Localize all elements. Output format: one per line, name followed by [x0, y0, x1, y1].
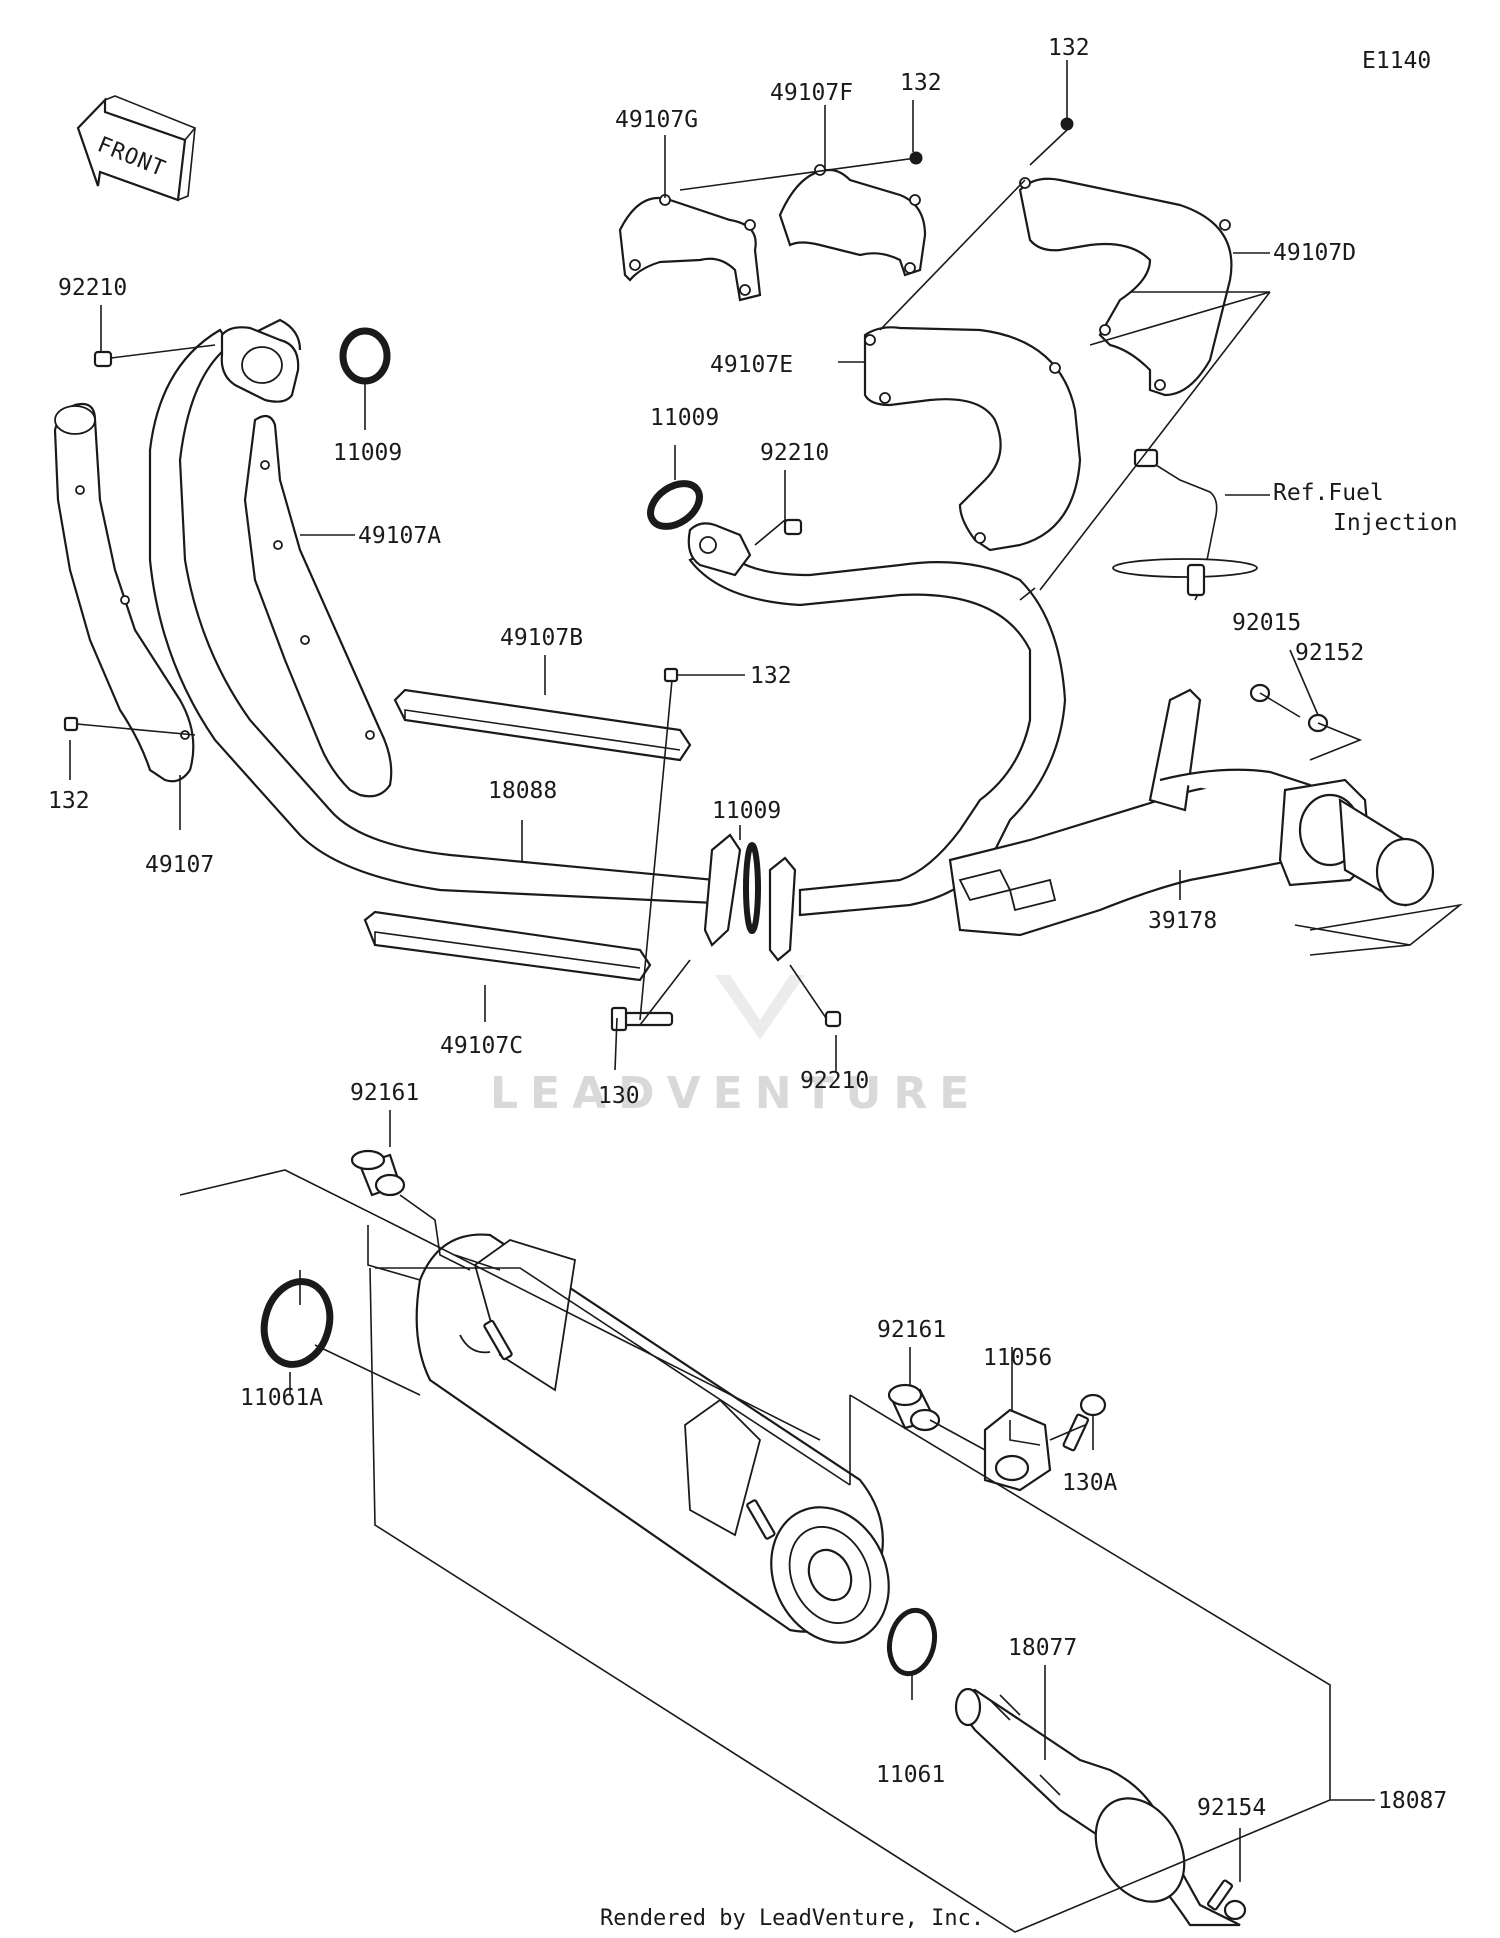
gasket-11009-c-icon	[743, 842, 761, 934]
bolt-132-l-icon	[63, 716, 79, 732]
callout-49107d: 49107D	[1273, 240, 1356, 266]
spark-arrester-18077	[954, 1687, 1241, 1927]
callout-labels: 132 49107F 132 49107G 49107D 49107E 9221…	[48, 35, 1458, 1821]
callout-18088: 18088	[488, 778, 557, 804]
callout-49107a: 49107A	[358, 523, 441, 549]
callout-92154: 92154	[1197, 1795, 1266, 1821]
callout-130a: 130A	[1062, 1470, 1118, 1496]
callout-11056: 11056	[983, 1345, 1052, 1371]
callout-ref-fuel: Ref.Fuel	[1273, 480, 1384, 506]
callout-92152: 92152	[1295, 640, 1364, 666]
bolt-132-b-icon	[663, 667, 679, 683]
watermark-logo: LEADVENTURE	[490, 975, 981, 1119]
heat-shield-49107g	[618, 194, 762, 302]
callout-92161-a: 92161	[350, 1080, 419, 1106]
callout-132-l: 132	[48, 788, 90, 814]
joint-flange-right	[768, 856, 797, 962]
gasket-11061-icon	[886, 1607, 938, 1677]
callout-11061: 11061	[876, 1762, 945, 1788]
footer-credit: Rendered by LeadVenture, Inc.	[600, 1906, 984, 1931]
bolt-132-top-icon	[1060, 117, 1074, 131]
callout-132-b: 132	[750, 663, 792, 689]
callout-11009-c: 11009	[712, 798, 781, 824]
bolt-130a-icon	[1062, 1393, 1107, 1452]
callout-49107b: 49107B	[500, 625, 583, 651]
callout-92161-b: 92161	[877, 1317, 946, 1343]
nut-92210-a-icon	[93, 350, 113, 368]
callout-ref-injection: Injection	[1333, 510, 1458, 536]
catalyzer-39178	[948, 688, 1435, 937]
bolt-92154-icon	[1206, 1879, 1247, 1921]
nut-92210-b-icon	[783, 518, 803, 536]
callout-49107c: 49107C	[440, 1033, 523, 1059]
callout-92210-c: 92210	[800, 1068, 869, 1094]
nut-92210-c-icon	[824, 1010, 842, 1028]
callout-11061a: 11061A	[240, 1385, 323, 1411]
heat-shield-49107f	[778, 164, 927, 277]
collar-92161-a-icon	[350, 1149, 406, 1197]
leader-lines	[69, 60, 1463, 1933]
callout-49107g: 49107G	[615, 107, 698, 133]
bolt-130-icon	[610, 1006, 674, 1032]
front-arrow: FRONT	[76, 95, 196, 202]
muffler-18087	[415, 1233, 890, 1644]
callout-39178: 39178	[1148, 908, 1217, 934]
callout-132-top: 132	[1048, 35, 1090, 61]
gasket-11009-b-icon	[647, 480, 703, 530]
callout-49107f: 49107F	[770, 80, 853, 106]
callout-92210-b: 92210	[760, 440, 829, 466]
callout-49107: 49107	[145, 852, 214, 878]
heat-shield-49107	[53, 402, 195, 783]
watermark-text: LEADVENTURE	[490, 1068, 981, 1119]
callout-18087: 18087	[1378, 1788, 1447, 1814]
callout-11009-b: 11009	[650, 405, 719, 431]
joint-flange-left	[703, 833, 742, 947]
callout-49107e: 49107E	[710, 352, 793, 378]
bracket-11056	[983, 1408, 1052, 1492]
diagram-code: E1140	[1362, 48, 1431, 74]
heat-shield-49107e	[863, 326, 1082, 552]
gasket-11061a-icon	[260, 1278, 334, 1368]
callout-11009-a: 11009	[333, 440, 402, 466]
collar-92161-b-icon	[887, 1383, 941, 1432]
callout-132-f: 132	[900, 70, 942, 96]
callout-18077: 18077	[1008, 1635, 1077, 1661]
heat-shield-49107c	[363, 910, 652, 982]
callout-92210-a: 92210	[58, 275, 127, 301]
callout-92015: 92015	[1232, 610, 1301, 636]
heat-shield-49107b	[393, 688, 692, 762]
gasket-11009-a-icon	[339, 327, 391, 385]
heat-shield-49107a	[243, 414, 393, 798]
o2-sensor	[1112, 448, 1258, 601]
header-pipe-18088	[148, 318, 717, 905]
callout-130: 130	[598, 1083, 640, 1109]
heat-shield-49107d	[1018, 177, 1233, 397]
